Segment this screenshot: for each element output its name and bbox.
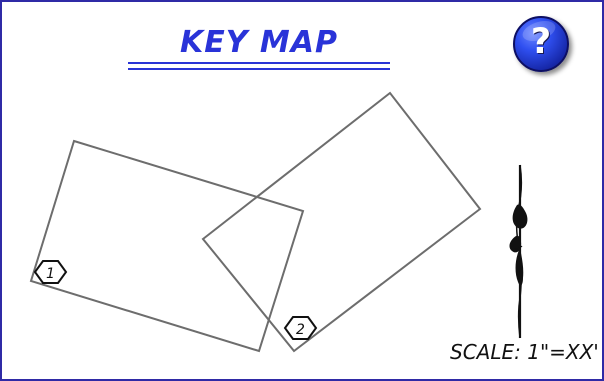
- sheet-marker-label-2: 2: [296, 322, 305, 338]
- sheet-marker-2[interactable]: 2: [285, 317, 316, 339]
- sheet-marker-1[interactable]: 1: [35, 261, 66, 283]
- sheet-outline-1[interactable]: [31, 141, 303, 351]
- sheet-marker-label-1: 1: [46, 266, 55, 282]
- scale-label: SCALE: 1"=XX': [450, 340, 586, 364]
- sheet-outline-2[interactable]: [203, 93, 480, 351]
- north-arrow-icon: [509, 165, 527, 338]
